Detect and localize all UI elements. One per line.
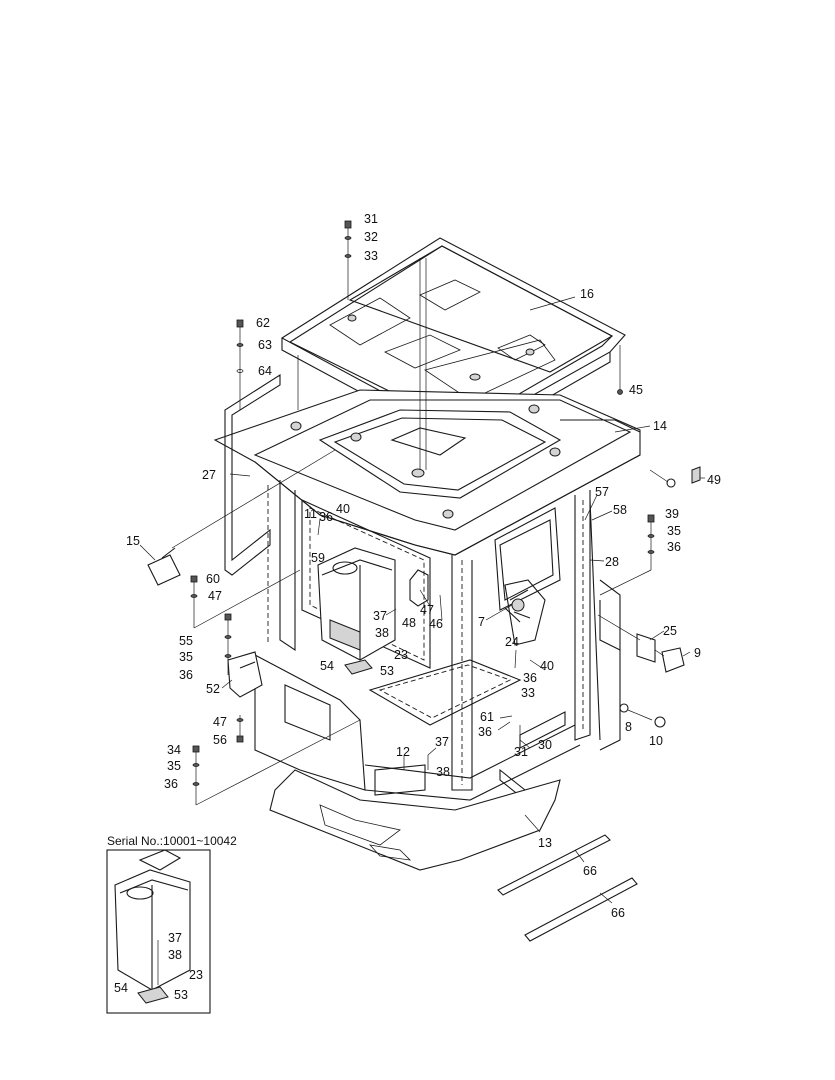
- callout-36-bottom: 36: [164, 777, 178, 791]
- callout-31: 31: [364, 212, 378, 226]
- inset-callout-23: 23: [189, 968, 203, 982]
- callout-40-upper: 40: [336, 502, 350, 516]
- hardware-stack-34-36: [192, 719, 361, 806]
- callout-13: 13: [538, 836, 552, 850]
- callout-45: 45: [629, 383, 643, 397]
- hardware-stack-55-36: [224, 613, 232, 675]
- door-handle: [636, 633, 656, 663]
- side-lamp: [661, 647, 685, 673]
- inset-callout-38: 38: [168, 948, 182, 962]
- callout-53: 53: [380, 664, 394, 678]
- callout-7: 7: [478, 615, 485, 629]
- vent-box: [227, 651, 263, 698]
- callout-33-lower: 33: [521, 686, 535, 700]
- callout-36-left: 36: [179, 668, 193, 682]
- plug-knob: [654, 716, 666, 728]
- storage-box-bracket: [344, 659, 373, 675]
- callout-labels: 31 32 33 16 62 63 64 45 14 27 49 57 58 3…: [114, 212, 721, 1002]
- callout-58: 58: [613, 503, 627, 517]
- callout-8: 8: [625, 720, 632, 734]
- callout-35-right: 35: [667, 524, 681, 538]
- callout-25: 25: [663, 624, 677, 638]
- callout-11: 11: [304, 507, 317, 521]
- callout-47-center: 47: [420, 603, 434, 617]
- callout-30: 30: [538, 738, 552, 752]
- callout-54: 54: [320, 659, 334, 673]
- callout-57: 57: [595, 485, 609, 499]
- weather-strip-lower: [524, 877, 638, 942]
- callout-leaders: [139, 296, 705, 904]
- floor-mat: [269, 769, 561, 871]
- callout-60: 60: [206, 572, 220, 586]
- inset-callout-54: 54: [114, 981, 128, 995]
- callout-39: 39: [665, 507, 679, 521]
- callout-27: 27: [202, 468, 216, 482]
- hardware-stack-39-36: [599, 514, 655, 596]
- door-seal: [224, 373, 281, 576]
- callout-46: 46: [429, 617, 443, 631]
- callout-36-lower: 36: [478, 725, 492, 739]
- callout-37-upper: 37: [373, 609, 387, 623]
- callout-38-lower: 38: [436, 765, 450, 779]
- hardware-stack-47-56: [236, 715, 244, 743]
- callout-15: 15: [126, 534, 140, 548]
- callout-10: 10: [649, 734, 663, 748]
- cap-knob: [666, 478, 676, 488]
- callout-56: 56: [213, 733, 227, 747]
- callout-33: 33: [364, 249, 378, 263]
- callout-37-lower: 37: [435, 735, 449, 749]
- serial-inset-box: [106, 849, 211, 1014]
- callout-47-left: 47: [208, 589, 222, 603]
- weather-strip-upper: [497, 834, 611, 896]
- callout-66-upper: 66: [583, 864, 597, 878]
- callout-35-left: 35: [179, 650, 193, 664]
- roof-headliner-panel: [280, 237, 626, 448]
- cup-holder: [409, 569, 429, 607]
- callout-64: 64: [258, 364, 272, 378]
- callout-12: 12: [396, 745, 410, 759]
- hardware-stack-31-33: [344, 220, 352, 300]
- callout-32: 32: [364, 230, 378, 244]
- callout-36-upper: 36: [319, 510, 333, 524]
- callout-36-right: 36: [667, 540, 681, 554]
- callout-28: 28: [605, 555, 619, 569]
- cab-frame: [254, 480, 621, 802]
- callout-31-lower: 31: [514, 745, 528, 759]
- hardware-stack-60-47: [190, 569, 301, 629]
- callout-9: 9: [694, 646, 701, 660]
- hinge-clip: [691, 466, 701, 484]
- callout-48: 48: [402, 616, 416, 630]
- callout-16: 16: [580, 287, 594, 301]
- callout-52: 52: [206, 682, 220, 696]
- callout-36-middle: 36: [523, 671, 537, 685]
- callout-49: 49: [707, 473, 721, 487]
- callout-14: 14: [653, 419, 667, 433]
- callout-59: 59: [311, 551, 325, 565]
- callout-40-lower: 40: [540, 659, 554, 673]
- plug-ring: [619, 703, 629, 713]
- fan-assembly: [504, 579, 546, 646]
- inset-serial-title: Serial No.:10001~10042: [107, 834, 237, 848]
- callout-62: 62: [256, 316, 270, 330]
- callout-38-upper: 38: [375, 626, 389, 640]
- callout-23: 23: [394, 648, 408, 662]
- hardware-stack-62-64: [236, 319, 244, 410]
- rearview-mirror: [147, 449, 336, 586]
- callout-61: 61: [480, 710, 494, 724]
- callout-47-lower: 47: [213, 715, 227, 729]
- callout-66-lower: 66: [611, 906, 625, 920]
- callout-35-bottom: 35: [167, 759, 181, 773]
- storage-box: [317, 547, 396, 661]
- callout-24: 24: [505, 635, 519, 649]
- inset-callout-53: 53: [174, 988, 188, 1002]
- inset-callout-37: 37: [168, 931, 182, 945]
- callout-34: 34: [167, 743, 181, 757]
- callout-63: 63: [258, 338, 272, 352]
- roof-shell: [213, 389, 641, 556]
- callout-55: 55: [179, 634, 193, 648]
